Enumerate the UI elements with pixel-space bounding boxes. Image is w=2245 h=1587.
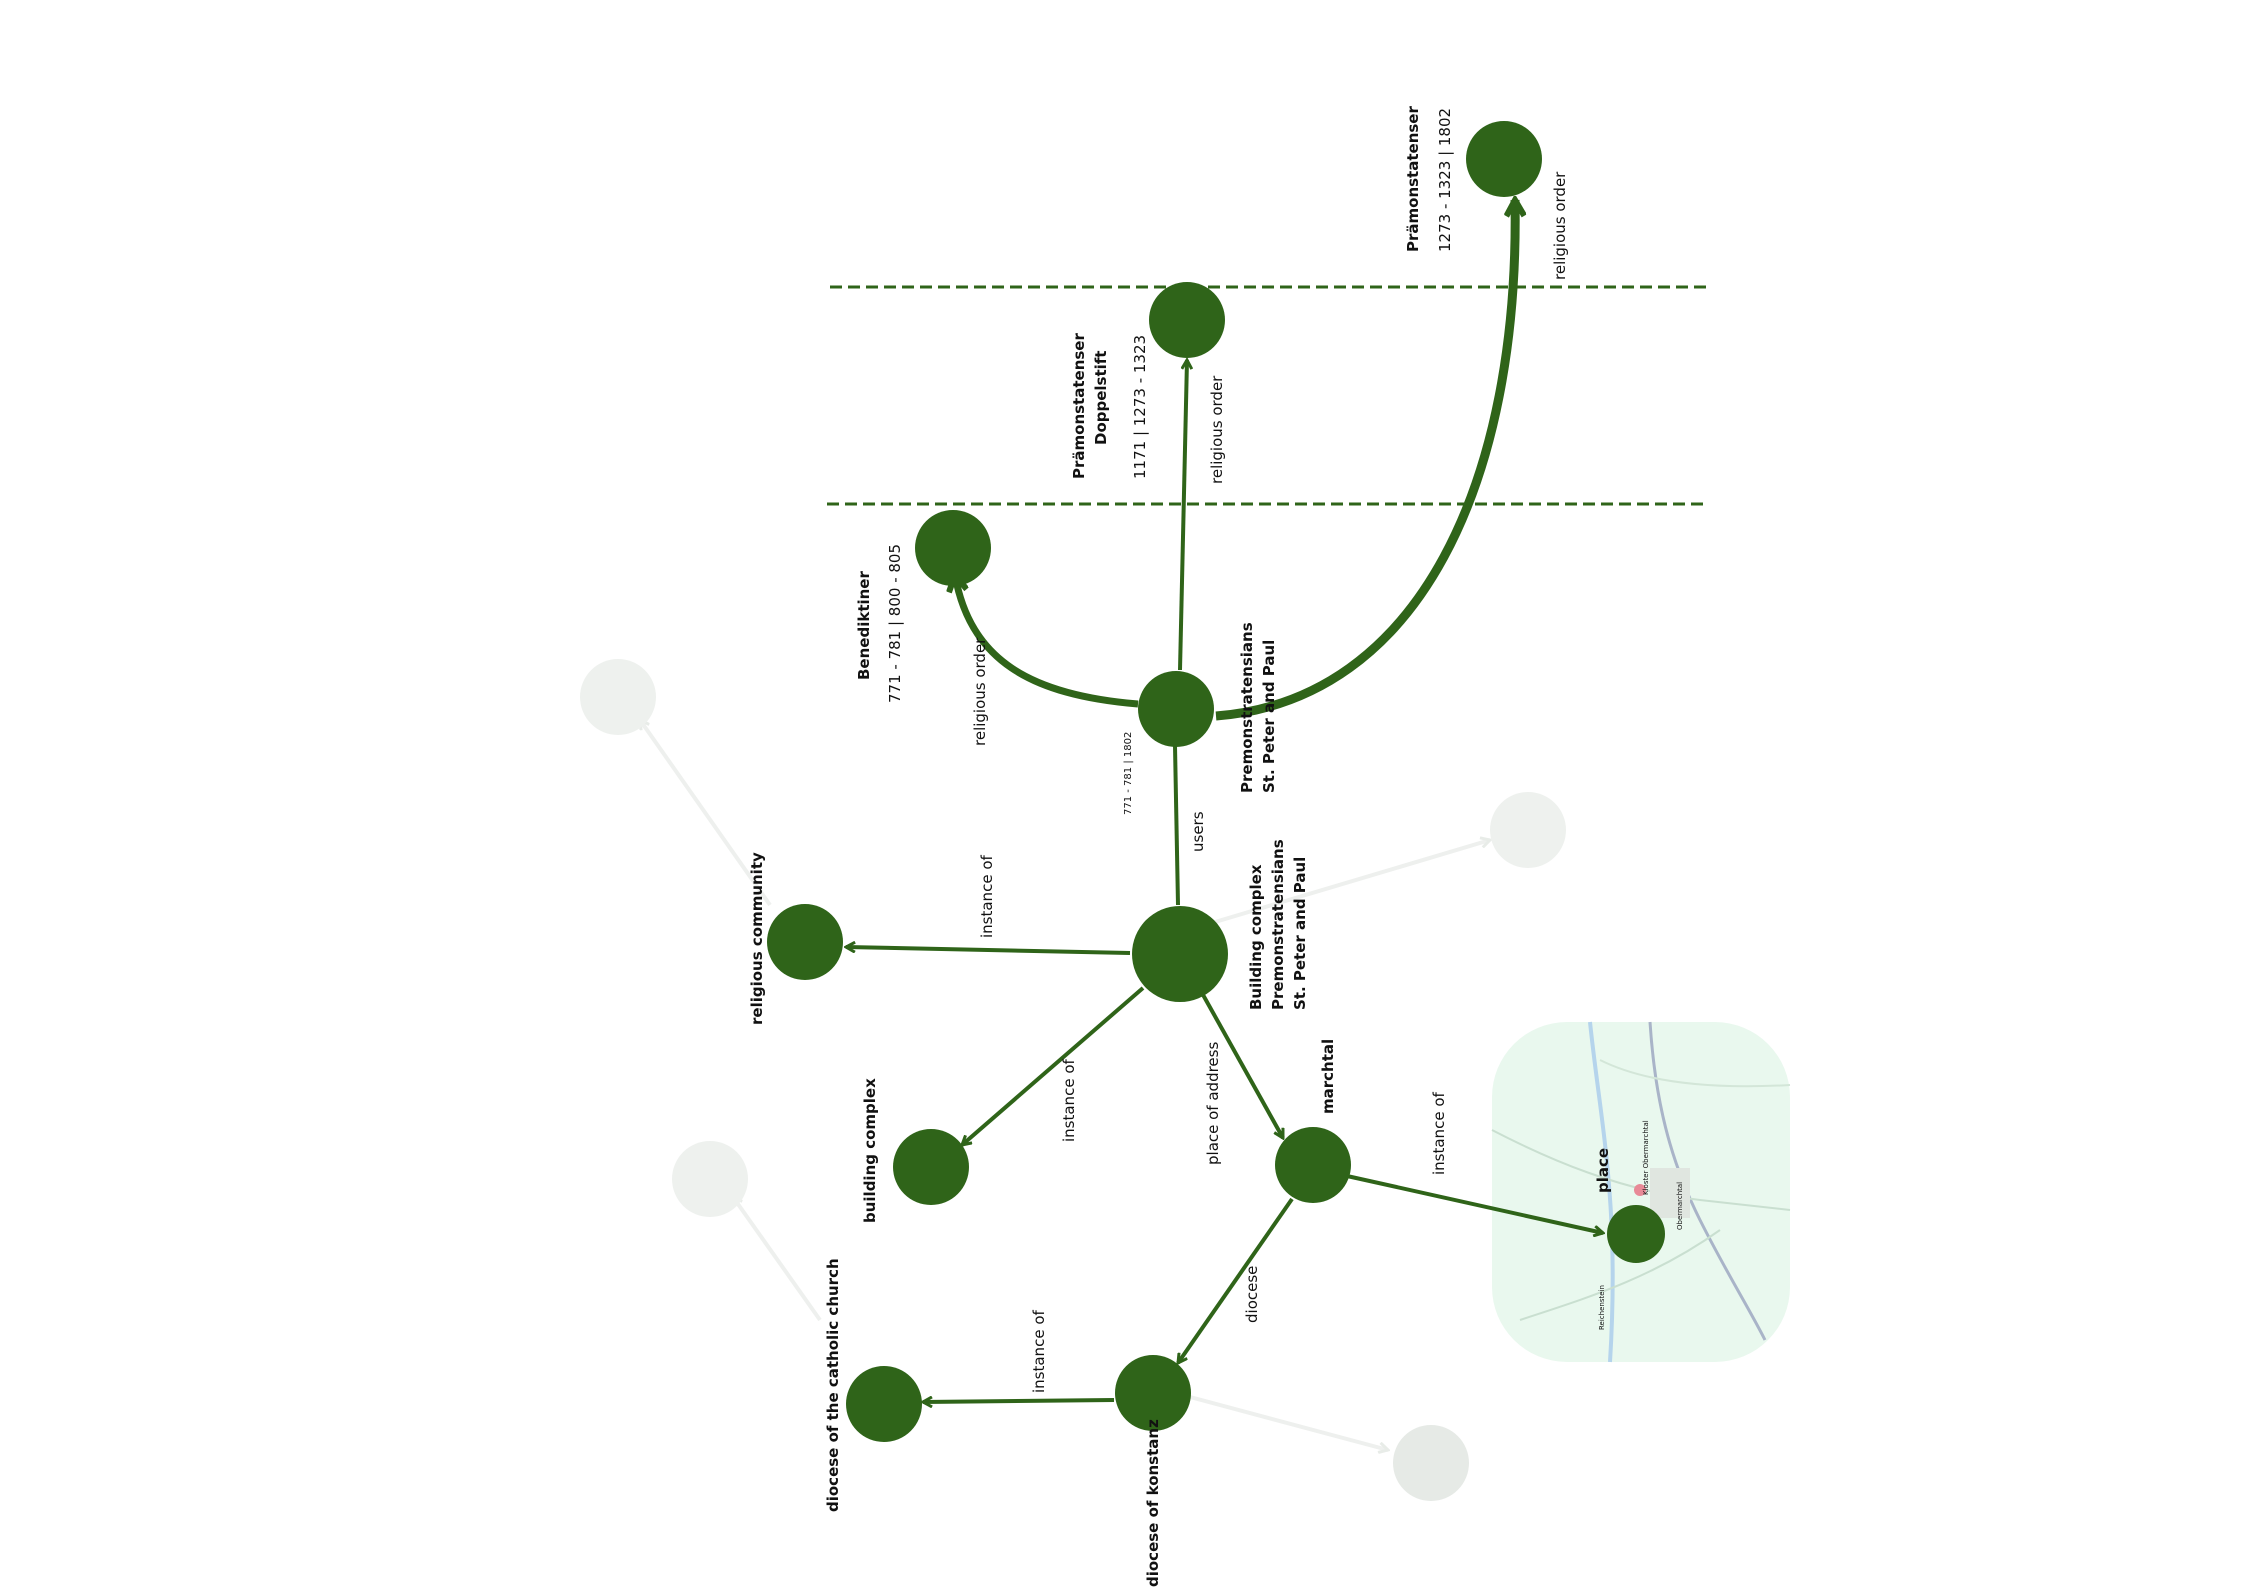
node-praemonstatenser[interactable]: [1466, 121, 1542, 197]
edge-sublabel-users: 771 - 781 | 1802: [1123, 732, 1134, 815]
label-premonstratensians: Premonstratensians St. Peter and Paul: [1238, 617, 1278, 793]
node-building-complex-main[interactable]: [1132, 906, 1228, 1002]
period-benediktiner: 771 - 781 | 800 - 805: [886, 544, 904, 703]
node-religious-community[interactable]: [767, 904, 843, 980]
edge-label-users: users: [1189, 811, 1207, 852]
edge-label-instance-of-building: instance of: [1060, 1059, 1078, 1142]
edge-place-of-address[interactable]: [1200, 992, 1285, 1138]
node-diocese-catholic[interactable]: [846, 1366, 922, 1442]
label-benediktiner: Benediktiner: [855, 571, 873, 680]
map-label-obermarchtal: Obermarchtal: [1676, 1182, 1684, 1230]
period-doppelstift: 1171 | 1273 - 1323: [1131, 335, 1149, 479]
faded-edge: [640, 720, 772, 907]
label-diocese-konstanz: diocese of konstanz: [1144, 1419, 1162, 1587]
map-label-kloster: Kloster Obermarchtal: [1642, 1120, 1650, 1195]
faded-node[interactable]: [580, 659, 656, 735]
edge-label-order-doppelstift: religious order: [1208, 375, 1226, 484]
label-diocese-catholic: diocese of the catholic church: [824, 1258, 842, 1512]
edge-instance-of-building[interactable]: [962, 986, 1145, 1145]
faded-node[interactable]: [1393, 1425, 1469, 1501]
edge-users[interactable]: [1173, 745, 1180, 906]
node-place[interactable]: [1607, 1205, 1665, 1263]
label-doppelstift: Prämonstatenser Doppelstift: [1070, 328, 1110, 479]
edge-instance-of-place[interactable]: [1346, 1174, 1603, 1233]
label-marchtal: marchtal: [1319, 1039, 1337, 1114]
faded-node[interactable]: [672, 1141, 748, 1217]
edge-label-place-of-address: place of address: [1204, 1042, 1222, 1165]
faded-node[interactable]: [1490, 792, 1566, 868]
node-benediktiner[interactable]: [915, 510, 991, 586]
node-diocese-konstanz[interactable]: [1115, 1355, 1191, 1431]
faded-edge: [733, 1197, 822, 1322]
edge-order-praemonstatenser[interactable]: [1215, 200, 1515, 721]
label-place: place: [1594, 1148, 1612, 1193]
map-label-reichenstein: Reichenstein: [1598, 1285, 1606, 1330]
node-building-complex[interactable]: [893, 1129, 969, 1205]
faded-edge: [1214, 840, 1490, 924]
edge-label-instance-of-community: instance of: [978, 855, 996, 938]
edge-label-order-praemonstatenser: religious order: [1551, 171, 1569, 280]
label-religious-community: religious community: [748, 852, 766, 1025]
edge-label-instance-of-diocese: instance of: [1030, 1310, 1048, 1393]
node-marchtal[interactable]: [1275, 1127, 1351, 1203]
label-building-complex-main: Building complex Premonstratensians St. …: [1247, 834, 1309, 1010]
edge-order-doppelstift[interactable]: [1178, 360, 1187, 671]
map-tile[interactable]: Kloster Obermarchtal Obermarchtal Reiche…: [1491, 1021, 1791, 1363]
edge-label-order-benediktiner: religious order: [971, 637, 989, 746]
label-praemonstatenser: Prämonstatenser: [1404, 106, 1422, 252]
faded-edge: [1189, 1395, 1388, 1450]
map-pin-icon: [1634, 1184, 1646, 1196]
edge-instance-of-diocese[interactable]: [923, 1400, 1115, 1402]
node-doppelstift[interactable]: [1149, 282, 1225, 358]
label-building-complex: building complex: [861, 1078, 879, 1223]
node-premonstratensians[interactable]: [1138, 671, 1214, 747]
edge-instance-of-community[interactable]: [846, 947, 1131, 955]
edge-label-diocese: diocese: [1243, 1266, 1261, 1323]
edge-order-benediktiner[interactable]: [955, 575, 1139, 708]
edge-diocese[interactable]: [1178, 1197, 1294, 1363]
period-praemonstatenser: 1273 - 1323 | 1802: [1436, 108, 1454, 252]
edge-label-instance-of-place: instance of: [1430, 1092, 1448, 1175]
